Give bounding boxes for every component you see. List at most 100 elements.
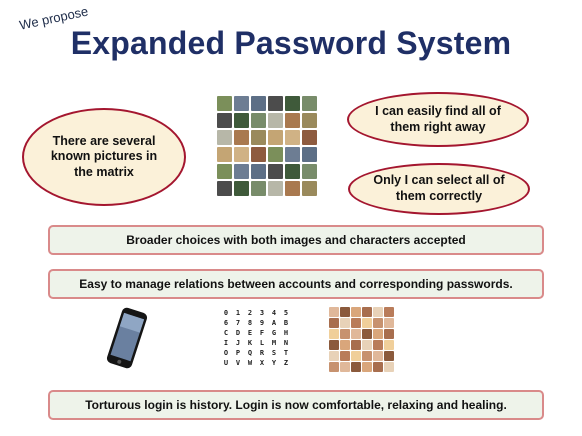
face-tile — [362, 318, 372, 328]
face-tile — [329, 318, 339, 328]
smartphone-icon — [106, 307, 148, 369]
character-cell: Z — [283, 359, 289, 367]
photo-tile — [251, 113, 266, 128]
bubble-known-pictures-text: There are several known pictures in the … — [50, 133, 158, 179]
face-matrix — [329, 307, 394, 372]
photo-tile — [285, 113, 300, 128]
photo-tile — [217, 113, 232, 128]
face-tile — [340, 329, 350, 339]
face-tile — [329, 329, 339, 339]
face-tile — [340, 318, 350, 328]
face-tile — [362, 307, 372, 317]
photo-tile — [217, 96, 232, 111]
photo-tile — [217, 130, 232, 145]
photo-tile — [268, 164, 283, 179]
photo-tile — [302, 130, 317, 145]
face-tile — [351, 307, 361, 317]
photo-tile — [268, 130, 283, 145]
face-tile — [351, 340, 361, 350]
character-cell: M — [271, 339, 277, 347]
photo-tile — [302, 164, 317, 179]
photo-tile — [302, 96, 317, 111]
banner-easy-manage-text: Easy to manage relations between account… — [79, 277, 513, 291]
photo-tile — [251, 164, 266, 179]
character-cell: 1 — [235, 309, 241, 317]
character-cell: E — [247, 329, 253, 337]
bubble-known-pictures: There are several known pictures in the … — [22, 108, 186, 206]
character-cell: 4 — [271, 309, 277, 317]
face-tile — [373, 340, 383, 350]
face-tile — [351, 318, 361, 328]
photo-tile — [285, 164, 300, 179]
face-tile — [384, 329, 394, 339]
character-cell: T — [283, 349, 289, 357]
character-cell: C — [223, 329, 229, 337]
character-cell: J — [235, 339, 241, 347]
photo-tile — [268, 113, 283, 128]
photo-tile — [217, 181, 232, 196]
face-tile — [329, 362, 339, 372]
photo-tile — [302, 181, 317, 196]
photo-tile — [234, 96, 249, 111]
character-cell: V — [235, 359, 241, 367]
face-tile — [351, 329, 361, 339]
character-cell: K — [247, 339, 253, 347]
photo-tile — [268, 181, 283, 196]
photo-tile — [285, 181, 300, 196]
face-tile — [384, 362, 394, 372]
character-cell: R — [259, 349, 265, 357]
photo-tile — [268, 147, 283, 162]
photo-tile — [251, 130, 266, 145]
face-tile — [373, 318, 383, 328]
photo-tile — [251, 96, 266, 111]
face-tile — [340, 362, 350, 372]
face-tile — [384, 351, 394, 361]
banner-broader-choices: Broader choices with both images and cha… — [48, 225, 544, 255]
photo-tile — [285, 147, 300, 162]
character-cell: B — [283, 319, 289, 327]
character-cell: P — [235, 349, 241, 357]
face-tile — [329, 340, 339, 350]
photo-tile — [302, 147, 317, 162]
character-cell: 3 — [259, 309, 265, 317]
character-cell: F — [259, 329, 265, 337]
character-cell: A — [271, 319, 277, 327]
face-tile — [384, 340, 394, 350]
character-cell: O — [223, 349, 229, 357]
face-tile — [384, 307, 394, 317]
face-tile — [373, 351, 383, 361]
photo-tile — [234, 113, 249, 128]
face-tile — [340, 351, 350, 361]
character-cell: H — [283, 329, 289, 337]
face-tile — [351, 351, 361, 361]
photo-tile — [234, 130, 249, 145]
character-cell: 2 — [247, 309, 253, 317]
character-cell: Q — [247, 349, 253, 357]
bubble-select-correctly: Only I can select all of them correctly — [348, 163, 530, 215]
photo-tile — [234, 164, 249, 179]
face-tile — [340, 340, 350, 350]
character-cell: 5 — [283, 309, 289, 317]
face-tile — [329, 307, 339, 317]
photo-tile — [217, 147, 232, 162]
face-tile — [362, 362, 372, 372]
photo-tile — [251, 147, 266, 162]
character-cell: N — [283, 339, 289, 347]
face-tile — [373, 329, 383, 339]
photo-tile — [251, 181, 266, 196]
face-tile — [340, 307, 350, 317]
character-cell: Y — [271, 359, 277, 367]
photo-matrix — [217, 96, 317, 196]
character-cell: L — [259, 339, 265, 347]
bubble-find-right-away: I can easily find all of them right away — [347, 92, 529, 147]
face-tile — [329, 351, 339, 361]
face-tile — [373, 362, 383, 372]
page-title: Expanded Password System — [70, 25, 512, 61]
banner-login-history: Torturous login is history. Login is now… — [48, 390, 544, 420]
photo-tile — [234, 147, 249, 162]
character-cell: I — [223, 339, 229, 347]
character-cell: G — [271, 329, 277, 337]
photo-tile — [285, 130, 300, 145]
banner-easy-manage: Easy to manage relations between account… — [48, 269, 544, 299]
